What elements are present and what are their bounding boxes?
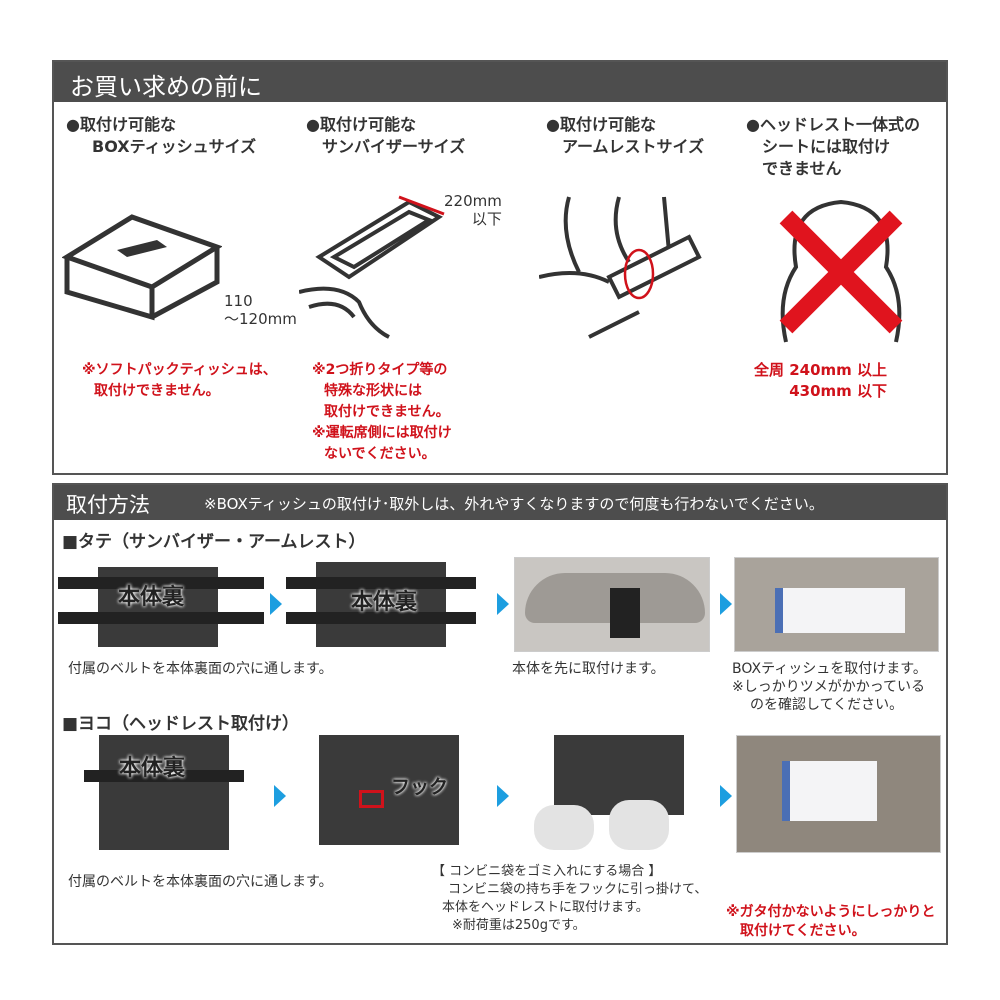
note-line: 取付けできません。 <box>324 404 450 420</box>
caption-line: のを確認してください。 <box>750 697 904 713</box>
headrest-dimension-notes: 全周 240mm 以上 430mm 以下 <box>754 360 887 402</box>
heading-line: ●取付け可能な <box>546 115 656 134</box>
before-purchase-section: お買い求めの前に ●取付け可能な BOXティッシュサイズ 110 ～120mm … <box>52 60 948 475</box>
hook-photo: フック <box>299 735 469 850</box>
heading-line: BOXティッシュサイズ <box>92 137 257 156</box>
caption-line: 本体をヘッドレストに取付けます。 <box>442 900 649 915</box>
note-line: ※ソフトパックティッシュは、 <box>82 362 277 378</box>
sun-visor-illustration <box>299 195 445 339</box>
installation-method-section: 取付方法 ※BOXティッシュの取付け･取外しは、外れやすくなりますので何度も行わ… <box>52 483 948 945</box>
bag-usage-caption: 【 コンビニ袋をゴミ入れにする場合 】 コンビニ袋の持ち手をフックに引っ掛けて、… <box>432 863 707 935</box>
photo-label: フック <box>391 776 449 798</box>
visor-mounted-photo <box>514 557 710 652</box>
visor-dimension: 220mm 以下 <box>444 192 502 228</box>
section-header: 取付方法 ※BOXティッシュの取付け･取外しは、外れやすくなりますので何度も行わ… <box>54 485 946 520</box>
caption-line: ※しっかりツメがかかっている <box>732 679 926 695</box>
note-line: ※2つ折りタイプ等の <box>312 362 448 378</box>
photo-label: 本体裏 <box>351 590 418 615</box>
horizontal-heading: ■ヨコ（ヘッドレスト取付け） <box>62 714 300 734</box>
next-arrow-icon <box>497 593 509 615</box>
dimension-line: ～120mm <box>224 310 297 328</box>
section-header: お買い求めの前に <box>54 62 946 102</box>
vertical-heading: ■タテ（サンバイザー・アームレスト） <box>62 532 366 552</box>
secure-warning: ※ガタ付かないようにしっかりと 取付けてください。 <box>726 903 935 941</box>
note-line: 取付けできません。 <box>94 383 220 399</box>
section-title: お買い求めの前に <box>70 73 262 101</box>
integrated-headrest-x-illustration <box>779 199 903 343</box>
caption-line: ※耐荷重は250gです。 <box>452 918 586 933</box>
note-line: ないでください。 <box>324 446 436 462</box>
section-note: ※BOXティッシュの取付け･取外しは、外れやすくなりますので何度も行わないでくだ… <box>204 495 824 513</box>
heading-line: できません <box>762 159 842 178</box>
heading-line: ●取付け可能な <box>306 115 416 134</box>
next-arrow-icon <box>274 785 286 807</box>
note-line: 430mm 以下 <box>789 382 888 400</box>
dimension-line: 以下 <box>471 210 502 228</box>
tissue-dimension: 110 ～120mm <box>224 292 297 328</box>
photo-label: 本体裏 <box>118 585 185 610</box>
heading-line: アームレストサイズ <box>562 137 705 156</box>
tissue-mounted-photo <box>734 557 939 652</box>
heading-line: シートには取付け <box>762 137 891 156</box>
photo-label: 本体裏 <box>119 756 186 781</box>
belt-photo: 本体裏 <box>286 557 476 652</box>
section-title: 取付方法 <box>66 493 150 517</box>
note-line: 全周 240mm 以上 <box>754 361 888 379</box>
caption-line: BOXティッシュを取付けます。 <box>732 661 927 677</box>
armrest-illustration <box>539 196 702 339</box>
heading-line: サンバイザーサイズ <box>322 137 466 156</box>
step-caption: 付属のベルトを本体裏面の穴に通します。 <box>68 874 333 890</box>
visor-notes: ※2つ折りタイプ等の 特殊な形状には 取付けできません。 ※運転席側には取付け … <box>312 360 452 465</box>
heading-line: ●ヘッドレスト一体式の <box>746 115 920 134</box>
warning-line: ※ガタ付かないようにしっかりと <box>726 904 936 920</box>
headrest-mounted-photo <box>736 735 941 853</box>
next-arrow-icon <box>497 785 509 807</box>
next-arrow-icon <box>720 785 732 807</box>
caption-line: 【 コンビニ袋をゴミ入れにする場合 】 <box>432 864 662 879</box>
dimension-line: 110 <box>224 292 253 310</box>
step-caption: BOXティッシュを取付けます。 ※しっかりツメがかかっている のを確認してくださ… <box>732 660 927 714</box>
heading-line: ●取付け可能な <box>66 115 176 134</box>
dimension-line: 220mm <box>444 192 502 210</box>
note-line: ※運転席側には取付け <box>312 425 452 441</box>
step-caption: 付属のベルトを本体裏面の穴に通します。 <box>68 661 333 677</box>
tissue-box-illustration <box>62 214 222 321</box>
note-line: 特殊な形状には <box>324 383 422 399</box>
next-arrow-icon <box>270 593 282 615</box>
armrest-size-heading: ●取付け可能な アームレストサイズ <box>546 114 704 158</box>
tissue-notes: ※ソフトパックティッシュは、 取付けできません。 <box>82 360 277 402</box>
headrest-warning-heading: ●ヘッドレスト一体式の シートには取付け できません <box>746 114 920 180</box>
belt-photo: 本体裏 <box>58 557 264 652</box>
visor-size-heading: ●取付け可能な サンバイザーサイズ <box>306 114 465 158</box>
bag-hanging-photo <box>529 735 689 850</box>
next-arrow-icon <box>720 593 732 615</box>
step-caption: 本体を先に取付けます。 <box>512 661 665 677</box>
warning-line: 取付けてください。 <box>740 923 866 939</box>
belt-photo: 本体裏 <box>84 735 244 850</box>
caption-line: コンビニ袋の持ち手をフックに引っ掛けて、 <box>448 882 708 897</box>
tissue-size-heading: ●取付け可能な BOXティッシュサイズ <box>66 114 256 158</box>
